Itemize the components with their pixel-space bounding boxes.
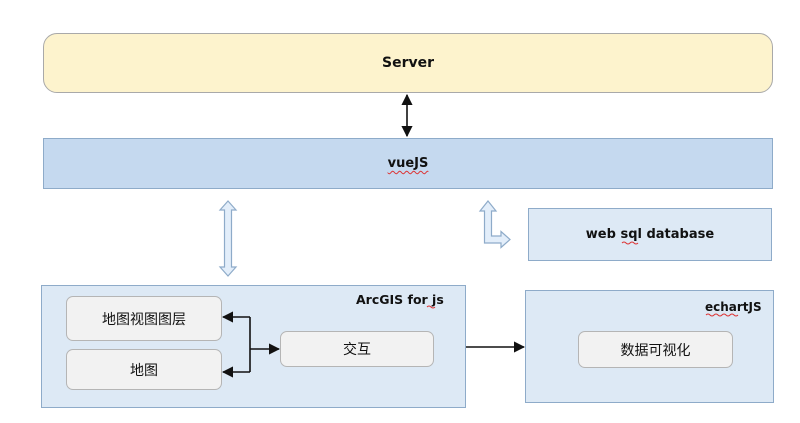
map-view-layer-label: 地图视图图层 [102,311,186,328]
web-sql-database-node: web sql database [528,208,772,261]
server-node: Server [43,33,773,93]
server-label: Server [381,55,434,71]
web-sql-database-label: web sql database [585,227,715,242]
vuejs-node: vueJS [43,138,773,189]
map-view-layer-node: 地图视图图层 [66,296,222,341]
interaction-node: 交互 [280,331,434,367]
data-visualization-node: 数据可视化 [578,331,733,368]
vuejs-label: vueJS [387,156,429,171]
echartjs-label: echartJS [705,300,762,314]
vuejs-websql-bent-arrow [478,200,511,249]
arcgis-label: ArcGIS for js [356,292,444,307]
data-visualization-label: 数据可视化 [620,342,691,359]
map-label: 地图 [130,362,158,379]
vuejs-arcgis-double-arrow [218,200,238,277]
map-node: 地图 [66,349,222,390]
interaction-label: 交互 [343,342,371,358]
